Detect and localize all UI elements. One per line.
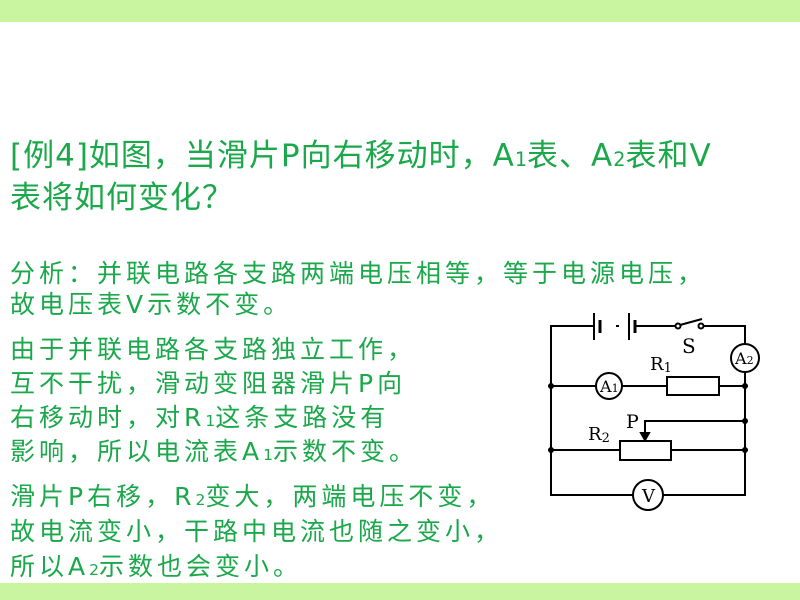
r2-label: R2 bbox=[588, 424, 610, 446]
ammeter-a2 bbox=[730, 343, 760, 373]
ammeter-a1 bbox=[595, 372, 623, 400]
analysis-text-part: 示数不变。 bbox=[272, 437, 418, 466]
analysis-text-part: 滑片P右移，R bbox=[10, 482, 196, 511]
analysis-text-part: 所以A bbox=[10, 552, 90, 581]
v-label: V bbox=[641, 486, 656, 507]
slider-label: P bbox=[626, 411, 639, 433]
analysis-text-part: 影响，所以电流表A bbox=[10, 437, 264, 466]
analysis-text-part: 故电流变小，干路中电流也随之变小， bbox=[10, 517, 504, 546]
analysis-text-part: 2 bbox=[89, 561, 99, 579]
analysis-line: 互不干扰，滑动变阻器滑片P向 bbox=[10, 364, 406, 400]
analysis-line: 滑片P右移，R2变大，两端电压不变， bbox=[10, 477, 495, 513]
analysis-line: 故电压表V示数不变。 bbox=[10, 285, 292, 321]
junction-dots bbox=[548, 383, 748, 453]
slider-arrow-icon bbox=[639, 432, 651, 443]
analysis-text-part: 分析：并联电路各支路两端电压相等，等于电源电压， bbox=[10, 259, 707, 288]
analysis-text-part: 互不干扰，滑动变阻器滑片P向 bbox=[10, 369, 407, 398]
analysis-text-part: 故电压表V示数不变。 bbox=[10, 290, 293, 319]
question-line-2: 表将如何变化？ bbox=[10, 180, 234, 216]
top-banner bbox=[0, 0, 800, 22]
analysis-line: 右移动时，对R1这条支路没有 bbox=[10, 398, 389, 434]
switch-label: S bbox=[682, 334, 696, 358]
analysis-line: 由于并联电路各支路独立工作， bbox=[10, 330, 416, 366]
analysis-text-part: 右移动时，对R bbox=[10, 403, 206, 432]
analysis-line: 影响，所以电流表A1示数不变。 bbox=[10, 432, 418, 468]
analysis-text-part: 变大，两端电压不变， bbox=[205, 482, 496, 511]
bottom-banner bbox=[0, 583, 800, 600]
analysis-line: 所以A2示数也会变小。 bbox=[10, 547, 302, 583]
analysis-text-part: 由于并联电路各支路独立工作， bbox=[10, 335, 417, 364]
analysis-text-part: 这条支路没有 bbox=[215, 403, 390, 432]
resistor-r2 bbox=[619, 440, 672, 461]
r1-label: R1 bbox=[650, 354, 672, 376]
question-line-1: [例4]如图，当滑片P向右移动时，A1表、A2表和V bbox=[10, 138, 712, 174]
a1-label: A1 bbox=[599, 377, 619, 396]
analysis-text-part: 示数也会变小。 bbox=[98, 552, 302, 581]
analysis-text-part: 2 bbox=[195, 491, 206, 509]
voltmeter-v bbox=[632, 479, 664, 511]
a2-label: A2 bbox=[734, 349, 754, 368]
analysis-text-part: 1 bbox=[205, 412, 216, 430]
analysis-line: 分析：并联电路各支路两端电压相等，等于电源电压， bbox=[10, 254, 706, 290]
analysis-line: 故电流变小，干路中电流也随之变小， bbox=[10, 512, 503, 548]
battery-icon bbox=[593, 313, 637, 340]
resistor-r1 bbox=[666, 376, 720, 396]
wires bbox=[550, 325, 746, 496]
switch-icon bbox=[674, 318, 705, 330]
analysis-text-part: 1 bbox=[263, 446, 273, 464]
